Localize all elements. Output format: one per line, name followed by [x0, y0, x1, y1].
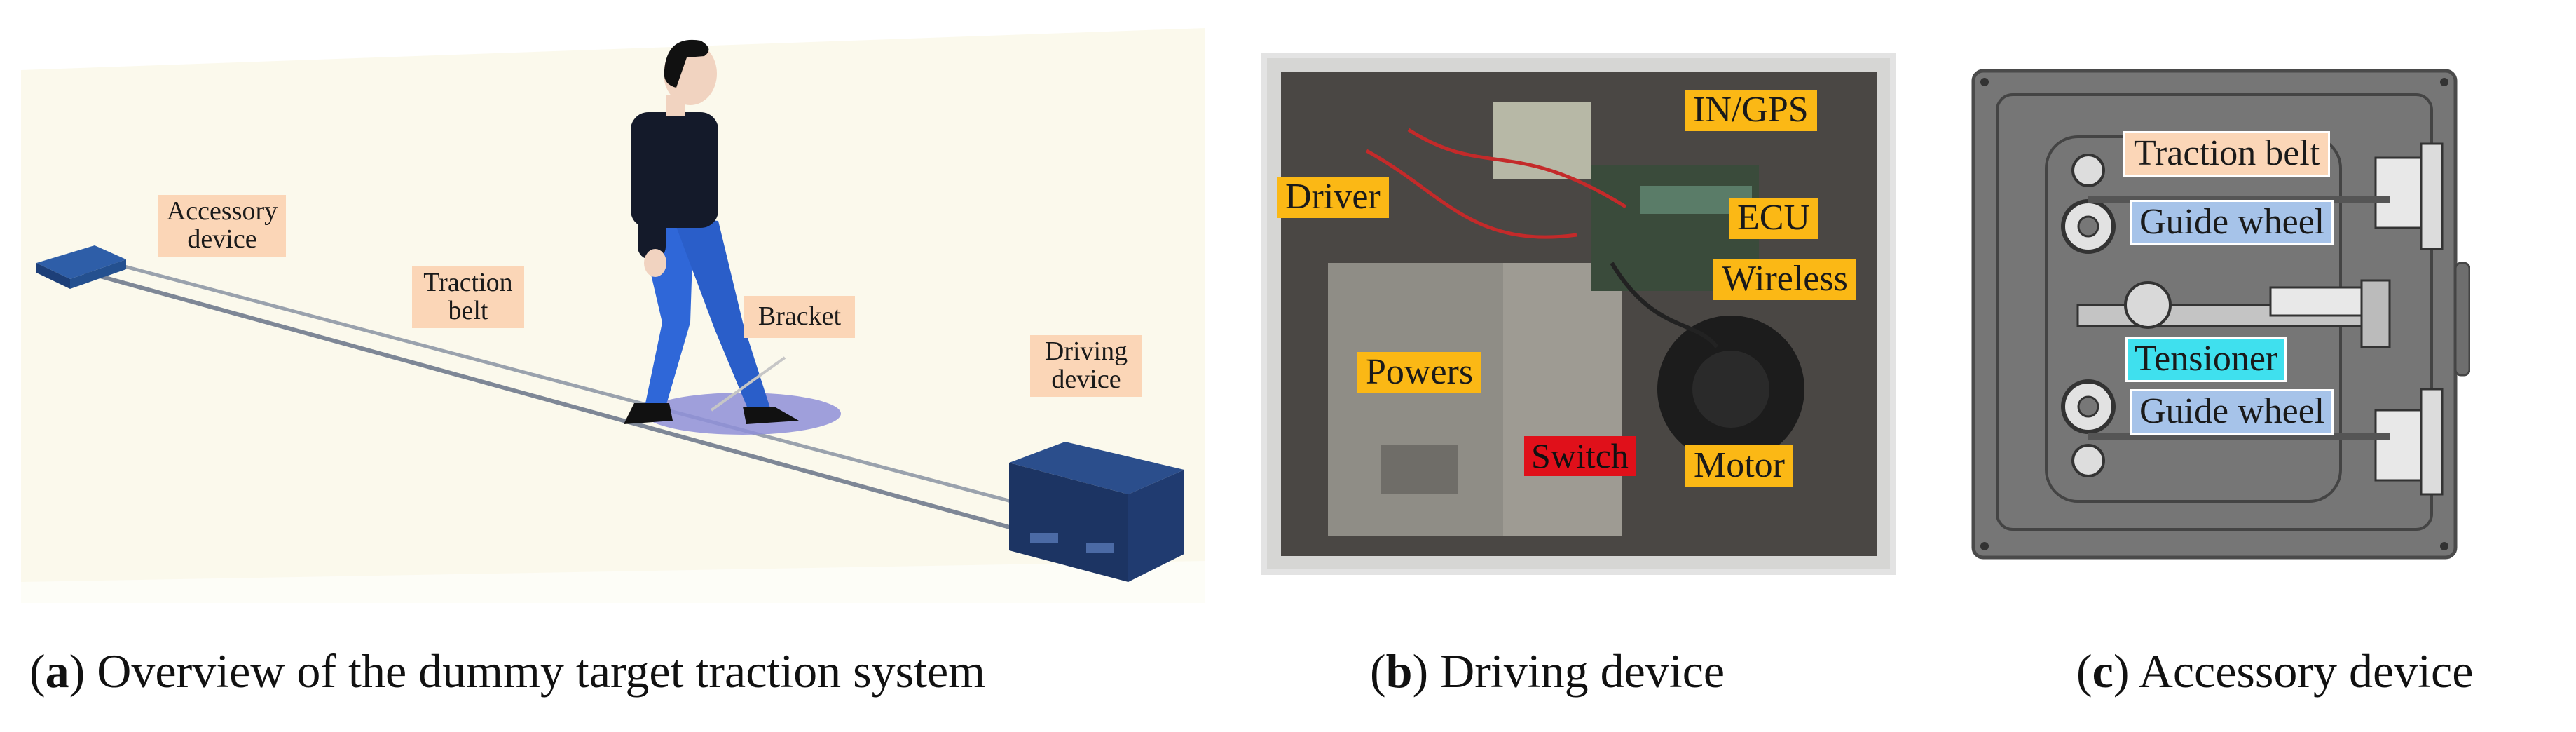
label-in-gps: IN/GPS [1685, 90, 1817, 131]
label-accessory-device: Accessory device [158, 195, 286, 257]
label-guide-wheel-bottom: Guide wheel [2130, 389, 2334, 435]
driving-device-photo [1261, 53, 1896, 575]
label-powers: Powers [1357, 352, 1482, 393]
label-wireless: Wireless [1713, 259, 1856, 300]
label-driving-line1: Driving [1044, 337, 1128, 366]
label-accessory-line2: device [187, 224, 257, 254]
caption-b: (b) Driving device [1370, 644, 1725, 698]
overview-illustration [21, 28, 1205, 603]
label-traction-belt-c: Traction belt [2123, 131, 2331, 177]
label-accessory-line1: Accessory [166, 196, 278, 226]
label-guide-wheel-top: Guide wheel [2130, 200, 2334, 245]
label-driving-line2: device [1051, 364, 1121, 394]
caption-b-text: ) Driving device [1412, 644, 1725, 698]
caption-c: (c) Accessory device [2076, 644, 2474, 698]
label-ecu: ECU [1729, 198, 1818, 239]
label-traction-belt: Traction belt [412, 266, 524, 328]
label-traction-line2: belt [448, 295, 488, 325]
caption-a-letter: a [45, 644, 69, 698]
caption-b-letter: b [1385, 644, 1413, 698]
label-bracket: Bracket [744, 296, 855, 338]
panel-accessory-device: Traction belt Guide wheel Tensioner Guid… [1969, 67, 2470, 564]
label-switch: Switch [1524, 436, 1636, 476]
label-driving-device: Driving device [1030, 335, 1142, 397]
label-traction-line1: Traction [423, 268, 513, 297]
panel-driving-device: IN/GPS Driver ECU Wireless Powers Switch… [1261, 53, 1896, 575]
panel-overview: Accessory device Traction belt Bracket D… [21, 28, 1205, 603]
label-tensioner: Tensioner [2125, 337, 2287, 382]
caption-a: (a) Overview of the dummy target tractio… [29, 644, 986, 698]
caption-c-text: ) Accessory device [2113, 644, 2474, 698]
caption-a-text: ) Overview of the dummy target traction … [69, 644, 986, 698]
caption-c-letter: c [2092, 644, 2113, 698]
label-motor: Motor [1685, 445, 1793, 487]
label-driver: Driver [1277, 177, 1389, 218]
